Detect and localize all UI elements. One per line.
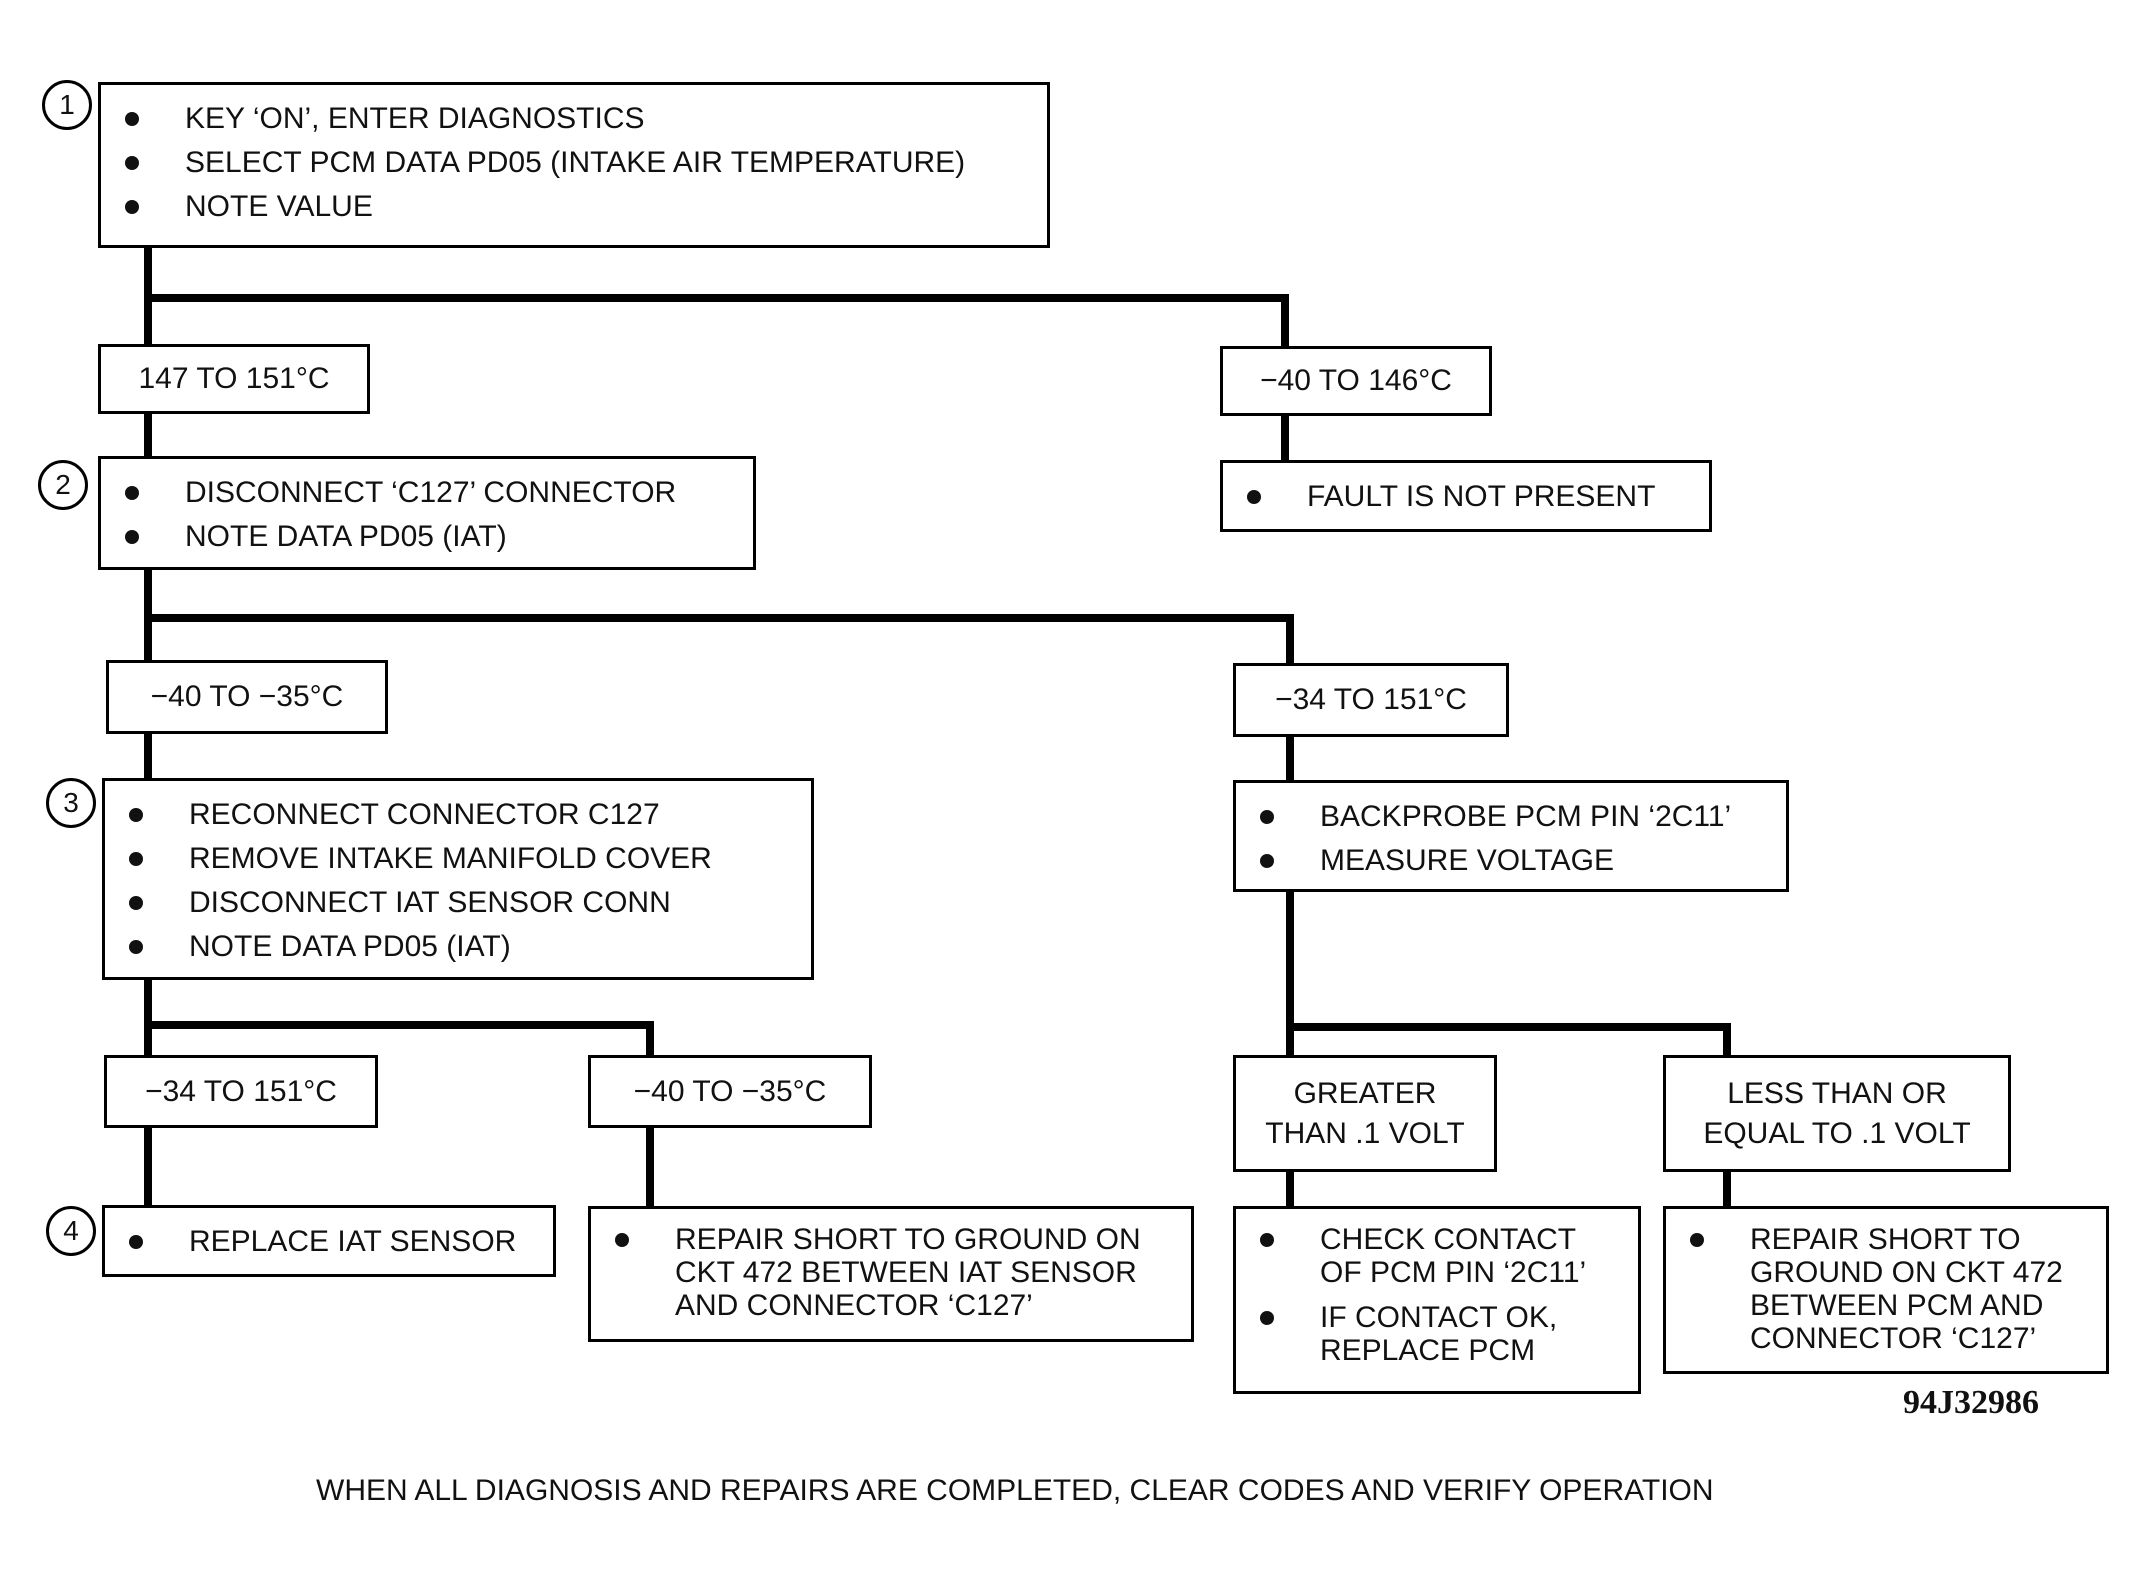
fault-list: FAULT IS NOT PRESENT bbox=[1247, 475, 1655, 519]
step-1-list: KEY ‘ON’, ENTER DIAGNOSTICS SELECT PCM D… bbox=[125, 97, 965, 229]
backprobe-bullet-2: MEASURE VOLTAGE bbox=[1260, 839, 1731, 883]
condition-neg34-151-a: −34 TO 151°C bbox=[1233, 663, 1509, 737]
step-2-bullet-2: NOTE DATA PD05 (IAT) bbox=[125, 515, 676, 559]
bullet-dot bbox=[615, 1233, 629, 1247]
footer-note: WHEN ALL DIAGNOSIS AND REPAIRS ARE COMPL… bbox=[316, 1474, 1714, 1507]
check-contact-list: CHECK CONTACT OF PCM PIN ‘2C11’ IF CONTA… bbox=[1260, 1223, 1586, 1367]
step-3-box: RECONNECT CONNECTOR C127 REMOVE INTAKE M… bbox=[102, 778, 814, 980]
step-number-4: 4 bbox=[46, 1206, 96, 1256]
fault-bullet-1: FAULT IS NOT PRESENT bbox=[1247, 475, 1655, 519]
step-1-box: KEY ‘ON’, ENTER DIAGNOSTICS SELECT PCM D… bbox=[98, 82, 1050, 248]
bullet-dot bbox=[1260, 1233, 1274, 1247]
bullet-dot bbox=[125, 486, 139, 500]
condition-less-equal-01-volt: LESS THAN OR EQUAL TO .1 VOLT bbox=[1663, 1055, 2011, 1172]
repair-pcm-bullet-1: REPAIR SHORT TO GROUND ON CKT 472 BETWEE… bbox=[1690, 1223, 2063, 1355]
bullet-dot bbox=[1260, 854, 1274, 868]
action-fault-not-present: FAULT IS NOT PRESENT bbox=[1220, 460, 1712, 532]
action-backprobe: BACKPROBE PCM PIN ‘2C11’ MEASURE VOLTAGE bbox=[1233, 780, 1789, 892]
bullet-dot bbox=[125, 530, 139, 544]
bullet-dot bbox=[129, 940, 143, 954]
connector-backprobe-c8 bbox=[1286, 1023, 1731, 1062]
action-repair-pcm-short: REPAIR SHORT TO GROUND ON CKT 472 BETWEE… bbox=[1663, 1206, 2109, 1374]
bullet-dot bbox=[129, 896, 143, 910]
backprobe-bullet-1: BACKPROBE PCM PIN ‘2C11’ bbox=[1260, 795, 1731, 839]
bullet-dot bbox=[1260, 810, 1274, 824]
condition-neg34-151-b: −34 TO 151°C bbox=[104, 1055, 378, 1128]
bullet-dot bbox=[129, 808, 143, 822]
step-number-1: 1 bbox=[42, 80, 92, 130]
step-2-list: DISCONNECT ‘C127’ CONNECTOR NOTE DATA PD… bbox=[125, 471, 676, 559]
step-1-bullet-1: KEY ‘ON’, ENTER DIAGNOSTICS bbox=[125, 97, 965, 141]
bullet-dot bbox=[129, 1235, 143, 1249]
bullet-dot bbox=[1247, 490, 1261, 504]
condition-greater-than-01-volt: GREATER THAN .1 VOLT bbox=[1233, 1055, 1497, 1172]
figure-id: 94J32986 bbox=[1903, 1384, 2039, 1421]
step-1-bullet-2: SELECT PCM DATA PD05 (INTAKE AIR TEMPERA… bbox=[125, 141, 965, 185]
bullet-dot bbox=[129, 852, 143, 866]
check-contact-bullet-1: CHECK CONTACT OF PCM PIN ‘2C11’ bbox=[1260, 1223, 1586, 1289]
step-3-bullet-4: NOTE DATA PD05 (IAT) bbox=[129, 925, 712, 969]
bullet-dot bbox=[1690, 1233, 1704, 1247]
step-3-bullet-2: REMOVE INTAKE MANIFOLD COVER bbox=[129, 837, 712, 881]
bullet-dot bbox=[125, 200, 139, 214]
step-number-3: 3 bbox=[46, 778, 96, 828]
backprobe-list: BACKPROBE PCM PIN ‘2C11’ MEASURE VOLTAGE bbox=[1260, 795, 1731, 883]
step-3-list: RECONNECT CONNECTOR C127 REMOVE INTAKE M… bbox=[129, 793, 712, 969]
step-2-bullet-1: DISCONNECT ‘C127’ CONNECTOR bbox=[125, 471, 676, 515]
bullet-dot bbox=[1260, 1311, 1274, 1325]
step-3-bullet-3: DISCONNECT IAT SENSOR CONN bbox=[129, 881, 712, 925]
check-contact-bullet-2: IF CONTACT OK, REPLACE PCM bbox=[1260, 1301, 1586, 1367]
action-check-contact: CHECK CONTACT OF PCM PIN ‘2C11’ IF CONTA… bbox=[1233, 1206, 1641, 1394]
step-4-list: REPLACE IAT SENSOR bbox=[129, 1220, 516, 1264]
connector-s3-c6 bbox=[144, 1021, 654, 1062]
condition-neg40-neg35-b: −40 TO −35°C bbox=[588, 1055, 872, 1128]
bullet-dot bbox=[125, 156, 139, 170]
step-2-box: DISCONNECT ‘C127’ CONNECTOR NOTE DATA PD… bbox=[98, 456, 756, 570]
condition-neg40-146: −40 TO 146°C bbox=[1220, 346, 1492, 416]
repair-iat-bullet-1: REPAIR SHORT TO GROUND ON CKT 472 BETWEE… bbox=[615, 1223, 1141, 1322]
condition-neg40-neg35-a: −40 TO −35°C bbox=[106, 660, 388, 734]
step-number-2: 2 bbox=[38, 460, 88, 510]
repair-pcm-list: REPAIR SHORT TO GROUND ON CKT 472 BETWEE… bbox=[1690, 1223, 2063, 1355]
step-4-bullet-1: REPLACE IAT SENSOR bbox=[129, 1220, 516, 1264]
step-3-bullet-1: RECONNECT CONNECTOR C127 bbox=[129, 793, 712, 837]
condition-147-151: 147 TO 151°C bbox=[98, 344, 370, 414]
step-4-box: REPLACE IAT SENSOR bbox=[102, 1205, 556, 1277]
action-repair-iat-short: REPAIR SHORT TO GROUND ON CKT 472 BETWEE… bbox=[588, 1206, 1194, 1342]
connector-s2-c4 bbox=[144, 614, 1294, 669]
step-1-bullet-3: NOTE VALUE bbox=[125, 185, 965, 229]
repair-iat-list: REPAIR SHORT TO GROUND ON CKT 472 BETWEE… bbox=[615, 1223, 1141, 1322]
bullet-dot bbox=[125, 112, 139, 126]
